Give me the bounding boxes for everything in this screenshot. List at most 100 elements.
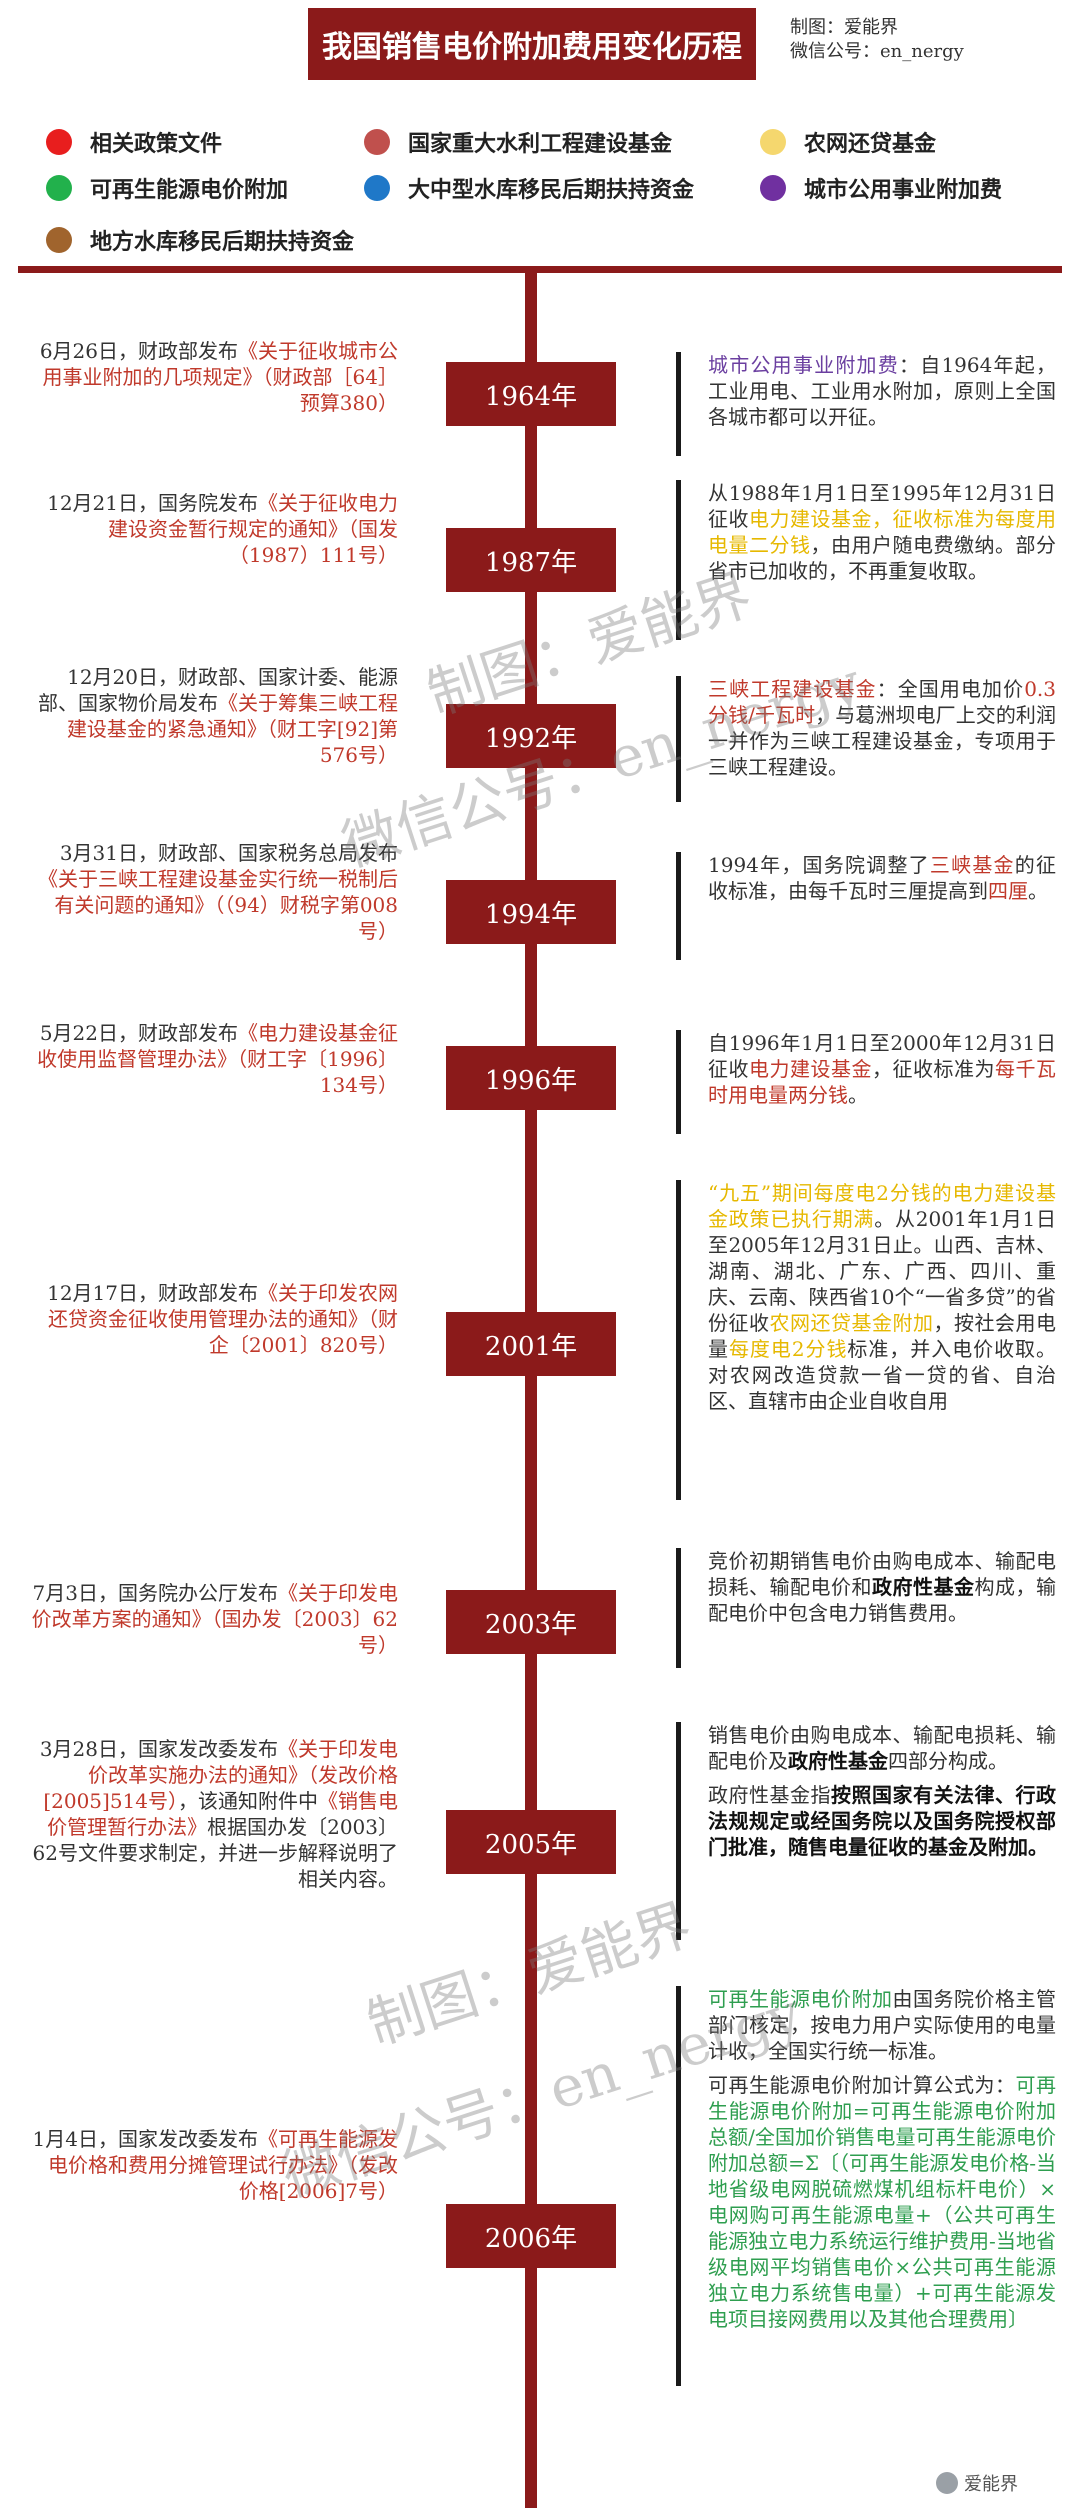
event-text-segment: 电力建设基金 bbox=[749, 1057, 872, 1081]
event-text-segment: 从1988年1月1日至1995年12月31日征收 bbox=[708, 481, 1056, 531]
event-text-segment: 竞价初期销售电价由购电成本、输配电损耗、输配电价和 bbox=[708, 1549, 1056, 1599]
year-marker: 1994年 bbox=[446, 880, 616, 944]
legend-item: 城市公用事业附加费 bbox=[760, 172, 1002, 204]
paragraph-break bbox=[708, 1774, 1056, 1782]
fee-description: 可再生能源电价附加由国务院价格主管部门核定，按电力用户实际使用的电量计收，全国实… bbox=[676, 1986, 1056, 2386]
event-text-segment: 标准，并入电价收取。对农网改造贷款一省一贷的省、自治区、直辖市由企业自收自用 bbox=[708, 1337, 1057, 1413]
event-text-segment: 可再生能源电价附加计算公式为： bbox=[708, 2073, 1016, 2097]
fee-description: 从1988年1月1日至1995年12月31日征收电力建设基金，征收标准为每度用电… bbox=[676, 480, 1056, 640]
event-text-segment: ：全国用电加价 bbox=[876, 677, 1025, 701]
event-text-segment: 1月4日，国家发改委发布 bbox=[32, 2127, 258, 2151]
event-text-segment: 政府性基金 bbox=[872, 1575, 975, 1599]
event-text-segment: 按照国家有关法律、行政法规规定或经国务院以及国务院授权部门批准，随售电量征收的基… bbox=[708, 1783, 1056, 1859]
legend-item: 农网还贷基金 bbox=[760, 126, 936, 158]
policy-note: 3月28日，国家发改委发布《关于印发电价改革实施办法的通知》（发改价格[2005… bbox=[30, 1736, 398, 1892]
legend-label: 相关政策文件 bbox=[90, 131, 223, 157]
policy-note: 7月3日，国务院办公厅发布《关于印发电价改革方案的通知》（国办发〔2003〕62… bbox=[30, 1580, 398, 1658]
wechat-icon bbox=[936, 2472, 958, 2494]
event-text-segment: ，按社会用电量 bbox=[708, 1311, 1056, 1361]
event-text-segment: “九五”期间每度电2分钱的电力建设基金政策已执行期满 bbox=[708, 1181, 1056, 1231]
event-text-segment: 。 bbox=[1028, 879, 1048, 903]
bracket-bar bbox=[676, 1180, 681, 1500]
bracket-bar bbox=[676, 352, 681, 456]
year-marker: 2006年 bbox=[446, 2204, 616, 2268]
event-text-segment: 12月20日，财政部、国家计委、能源部、国家物价局发布 bbox=[38, 665, 398, 715]
policy-document: 《关于三峡工程建设基金实行统一税制后有关问题的通知》（（94）财税字第008号） bbox=[38, 867, 398, 943]
bracket-bar bbox=[676, 852, 681, 960]
event-text-segment: ，征收标准为 bbox=[872, 1057, 995, 1081]
policy-note: 3月31日，财政部、国家税务总局发布《关于三峡工程建设基金实行统一税制后有关问题… bbox=[30, 840, 398, 944]
fee-description-text: 1994年，国务院调整了三峡基金的征收标准，由每千瓦时三厘提高到四厘。 bbox=[708, 852, 1056, 904]
legend-item: 相关政策文件 bbox=[46, 126, 222, 158]
legend-label: 地方水库移民后期扶持资金 bbox=[90, 229, 355, 255]
policy-document: 《关于筹集三峡工程建设基金的紧急通知》（财工字[92]第576号） bbox=[66, 691, 398, 767]
fee-description: 城市公用事业附加费：自1964年起，工业用电、工业用水附加，原则上全国各城市都可… bbox=[676, 352, 1056, 456]
bracket-bar bbox=[676, 1030, 681, 1134]
fee-description: 三峡工程建设基金：全国用电加价0.3分钱/千瓦时，与葛洲坝电厂上交的利润一并作为… bbox=[676, 676, 1056, 802]
fee-description-text: 城市公用事业附加费：自1964年起，工业用电、工业用水附加，原则上全国各城市都可… bbox=[708, 352, 1056, 430]
policy-document: 《关于印发电价改革实施办法的通知》（发改价格[2005]514号） bbox=[43, 1737, 398, 1813]
event-text-segment: 可再生能源电价附加 bbox=[708, 1987, 893, 2011]
brand-logo-text: 爱能界 bbox=[964, 2474, 1018, 2494]
event-text-segment: 0.3分钱/千瓦时 bbox=[708, 677, 1057, 727]
fee-description: “九五”期间每度电2分钱的电力建设基金政策已执行期满。从2001年1月1日至20… bbox=[676, 1180, 1056, 1500]
fee-description-text: 三峡工程建设基金：全国用电加价0.3分钱/千瓦时，与葛洲坝电厂上交的利润一并作为… bbox=[708, 676, 1056, 780]
legend-dot-icon bbox=[46, 227, 72, 253]
fee-description: 1994年，国务院调整了三峡基金的征收标准，由每千瓦时三厘提高到四厘。 bbox=[676, 852, 1056, 960]
bracket-bar bbox=[676, 1548, 681, 1668]
policy-document: 《可再生能源发电价格和费用分摊管理试行办法》（发改价格[2006]7号） bbox=[48, 2127, 398, 2203]
fee-description: 销售电价由购电成本、输配电损耗、输配电价及政府性基金四部分构成。政府性基金指按照… bbox=[676, 1722, 1056, 1940]
event-text-segment: 政府性基金 bbox=[788, 1749, 888, 1773]
event-text-segment: 12月21日，国务院发布 bbox=[47, 491, 258, 515]
legend-label: 大中型水库移民后期扶持资金 bbox=[408, 177, 695, 203]
event-text-segment: 农网还贷基金附加 bbox=[769, 1311, 934, 1335]
event-text-segment: 三峡基金 bbox=[929, 853, 1015, 877]
event-text-segment: 。 bbox=[848, 1083, 868, 1107]
year-marker: 1992年 bbox=[446, 704, 616, 768]
policy-document: 《关于印发电价改革方案的通知》（国办发〔2003〕62号） bbox=[31, 1581, 398, 1657]
timeline-spine bbox=[525, 270, 537, 2508]
legend-label: 国家重大水利工程建设基金 bbox=[408, 131, 673, 157]
legend-item: 地方水库移民后期扶持资金 bbox=[46, 224, 354, 256]
fee-description: 竞价初期销售电价由购电成本、输配电损耗、输配电价和政府性基金构成，输配电价中包含… bbox=[676, 1548, 1056, 1668]
event-text-segment: ，由用户随电费缴纳。部分省市已加收的，不再重复收取。 bbox=[708, 533, 1056, 583]
event-text-segment: 政府性基金指 bbox=[708, 1783, 831, 1807]
bracket-bar bbox=[676, 1722, 681, 1940]
legend-item: 大中型水库移民后期扶持资金 bbox=[364, 172, 694, 204]
bracket-bar bbox=[676, 1986, 681, 2386]
event-text-segment: 。从2001年1月1日至2005年12月31日止。山西、吉林、湖南、湖北、广东、… bbox=[708, 1207, 1056, 1335]
fee-description-text: 可再生能源电价附加由国务院价格主管部门核定，按电力用户实际使用的电量计收，全国实… bbox=[708, 1986, 1056, 2332]
top-divider bbox=[18, 266, 1062, 273]
policy-document: 《关于征收电力建设资金暂行规定的通知》（国发（1987）111号） bbox=[108, 491, 398, 567]
legend-dot-icon bbox=[46, 175, 72, 201]
bracket-bar bbox=[676, 676, 681, 802]
legend-label: 城市公用事业附加费 bbox=[804, 177, 1003, 203]
event-text-segment: ，该通知附件中 bbox=[178, 1789, 318, 1813]
legend-dot-icon bbox=[760, 175, 786, 201]
event-text-segment: 1994年，国务院调整了 bbox=[708, 853, 930, 877]
legend-dot-icon bbox=[364, 175, 390, 201]
policy-note: 1月4日，国家发改委发布《可再生能源发电价格和费用分摊管理试行办法》（发改价格[… bbox=[30, 2126, 398, 2204]
event-text-segment: 12月17日，财政部发布 bbox=[47, 1281, 258, 1305]
event-text-segment: 销售电价由购电成本、输配电损耗、输配电价及 bbox=[708, 1723, 1056, 1773]
event-text-segment: 四厘 bbox=[988, 879, 1028, 903]
event-text-segment: 7月3日，国务院办公厅发布 bbox=[32, 1581, 278, 1605]
year-marker: 1987年 bbox=[446, 528, 616, 592]
fee-description-text: 竞价初期销售电价由购电成本、输配电损耗、输配电价和政府性基金构成，输配电价中包含… bbox=[708, 1548, 1056, 1626]
policy-note: 6月26日，财政部发布《关于征收城市公用事业附加的几项规定》（财政部［64］预算… bbox=[30, 338, 398, 416]
policy-note: 12月17日，财政部发布《关于印发农网还贷资金征收使用管理办法的通知》（财企〔2… bbox=[30, 1280, 398, 1358]
credit-wechat: 微信公号：en_nergy bbox=[790, 41, 964, 62]
paragraph-break bbox=[708, 2064, 1056, 2072]
event-text-segment: 每千瓦时用电量两分钱 bbox=[708, 1057, 1056, 1107]
fee-description: 自1996年1月1日至2000年12月31日征收电力建设基金，征收标准为每千瓦时… bbox=[676, 1030, 1056, 1134]
legend-item: 可再生能源电价附加 bbox=[46, 172, 288, 204]
policy-document: 《销售电价管理暂行办法》 bbox=[47, 1789, 398, 1839]
legend-dot-icon bbox=[364, 129, 390, 155]
year-marker: 2003年 bbox=[446, 1590, 616, 1654]
event-text-segment: 自1996年1月1日至2000年12月31日征收 bbox=[708, 1031, 1056, 1081]
credit-author: 制图：爱能界 bbox=[790, 17, 898, 38]
event-text-segment: ，与葛洲坝电厂上交的利润一并作为三峡工程建设基金，专项用于三峡工程建设。 bbox=[708, 703, 1056, 779]
legend-label: 可再生能源电价附加 bbox=[90, 177, 289, 203]
year-marker: 1996年 bbox=[446, 1046, 616, 1110]
event-text-segment: 可再生能源电价附加=可再生能源电价附加总额/全国加价销售电量可再生能源电价附加总… bbox=[708, 2073, 1056, 2331]
